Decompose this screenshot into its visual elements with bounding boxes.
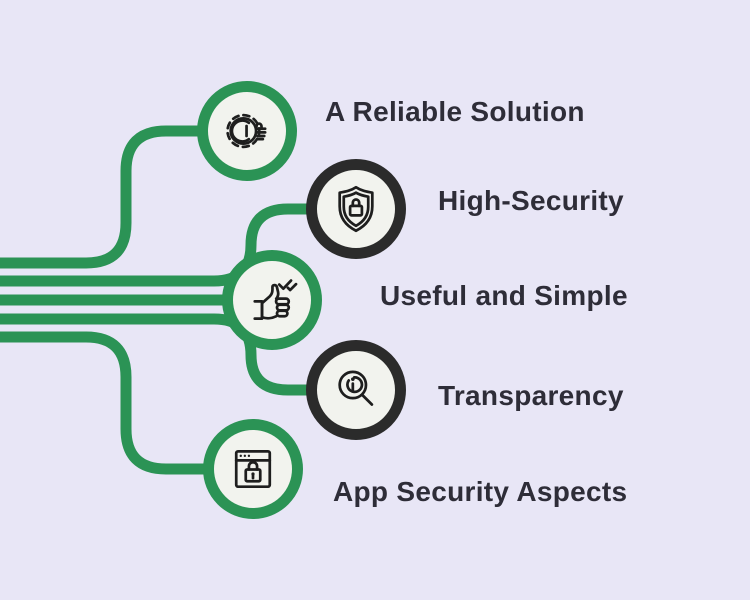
- connector-line-1: [0, 125, 199, 269]
- thumbs-up-check-icon: [253, 279, 298, 320]
- node-app-security: [203, 419, 303, 519]
- label-high-security: High-Security: [438, 185, 624, 216]
- connector-line-5: [0, 331, 205, 475]
- label-reliable-solution: A Reliable Solution: [325, 96, 585, 127]
- node-useful-simple: [222, 250, 322, 350]
- label-useful-simple: Useful and Simple: [380, 280, 628, 311]
- node-reliable-solution: [197, 81, 297, 181]
- label-app-security: App Security Aspects: [333, 476, 628, 507]
- label-transparency: Transparency: [438, 380, 624, 411]
- node-high-security: [306, 159, 406, 259]
- magnifier-info-icon: [338, 370, 374, 406]
- node-transparency: [306, 340, 406, 440]
- shield-lock-icon: [338, 185, 374, 233]
- gear-thumbs-up-icon: [226, 113, 267, 149]
- browser-lock-icon: [234, 449, 272, 489]
